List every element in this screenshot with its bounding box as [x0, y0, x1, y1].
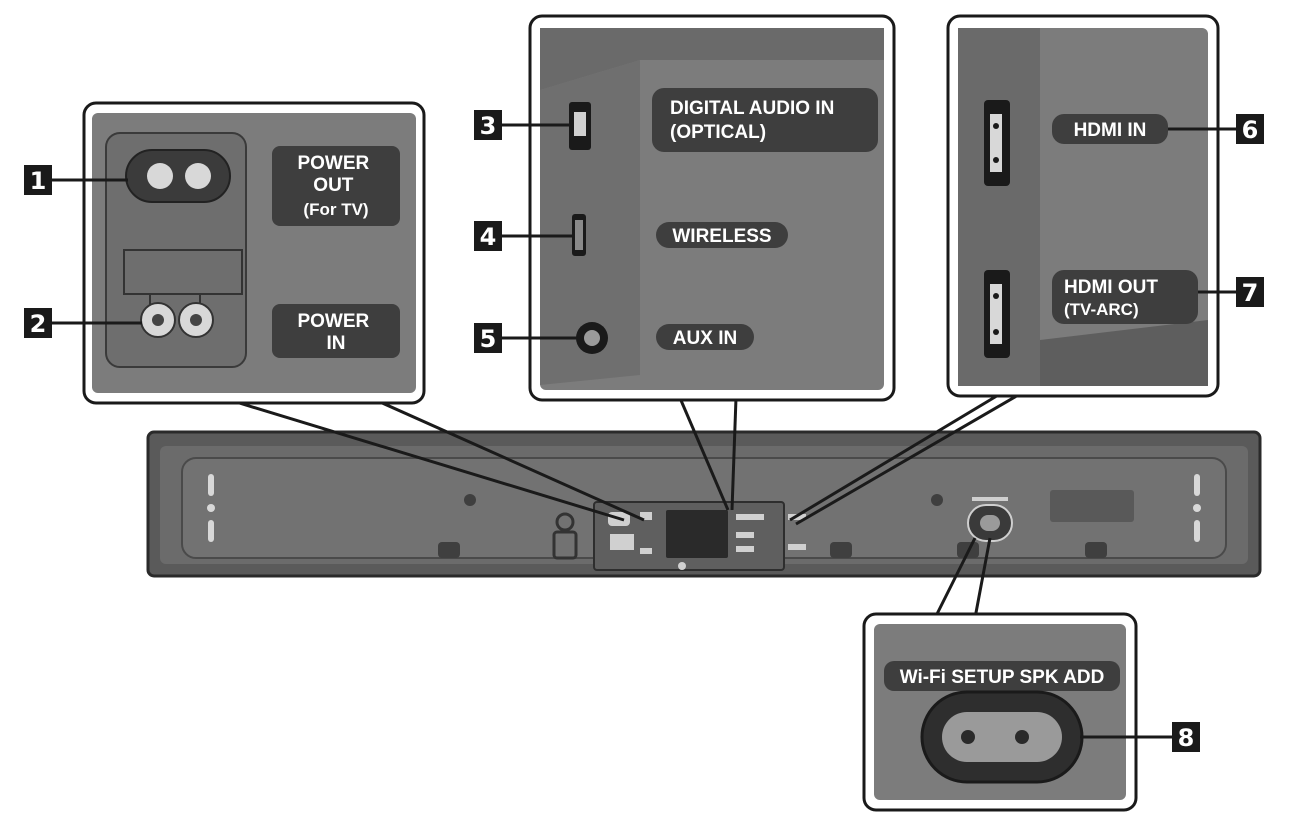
cable-clip: [552, 512, 578, 560]
zoom-box-power: POWER OUT (For TV) POWER IN: [82, 101, 426, 405]
zoom-box-wifi-setup: Wi-Fi SETUP SPK ADD: [862, 612, 1138, 812]
callout-1-label-line-1: POWER: [297, 153, 369, 174]
soundbar-body: [146, 430, 1262, 578]
hdmi-in-label-plate: [1052, 114, 1168, 144]
aux-port: [576, 322, 608, 354]
callout-4-label: WIRELESS: [672, 226, 771, 247]
callout-badge-8: 8: [1172, 722, 1200, 752]
power-in-label-plate: [272, 304, 400, 358]
power-out-socket: [125, 149, 231, 203]
connector-panel: [593, 501, 785, 571]
callout-7-label-line-1: HDMI OUT: [1064, 277, 1158, 298]
callout-badge-5: 5: [474, 323, 502, 353]
callout-3-label-line-1: DIGITAL AUDIO IN: [670, 98, 834, 119]
svg-text:POWER IN: POWER IN: [297, 311, 374, 354]
callout-7-label-line-2: (TV-ARC): [1064, 300, 1139, 319]
wifi-spk-button-closeup: [920, 690, 1084, 784]
callout-2-label-line-2: IN: [327, 333, 346, 354]
callout-2-label-line-1: POWER: [297, 311, 369, 332]
digital-audio-label-plate: [652, 88, 878, 152]
callout-badge-7: 7: [1236, 277, 1264, 307]
right-mount-slot-top: [1194, 474, 1200, 496]
zoom-leader-lines: [235, 392, 1021, 619]
callout-1-label-line-2: OUT: [313, 175, 354, 196]
hdmi-out-label-plate: [1052, 270, 1198, 324]
zoom-box-hdmi: HDMI IN HDMI OUT (TV-ARC): [946, 14, 1220, 398]
callout-5-label: AUX IN: [673, 328, 737, 349]
left-mount-hole: [207, 504, 215, 512]
optical-port: [569, 102, 591, 150]
right-mount-slot-bottom: [1194, 520, 1200, 542]
svg-text:DIGITAL AUDIO IN (OPTICA: DIGITAL AUDIO IN (OPTICAL): [670, 98, 840, 143]
callout-1-number: 1: [30, 167, 47, 195]
callout-5-number: 5: [480, 325, 497, 353]
callout-badge-2: 2: [24, 308, 52, 338]
svg-text:HDMI OUT (TV-ARC): HDMI OUT (TV-ARC): [1064, 277, 1163, 319]
svg-text:POWER OUT (For TV): POWER OUT (For TV): [297, 153, 374, 219]
aux-label-plate: [656, 324, 754, 350]
hdmi-in-port: [984, 100, 1010, 186]
callout-badge-1: 1: [24, 165, 52, 195]
wireless-label-plate: [656, 222, 788, 248]
power-in-recess: [123, 249, 243, 295]
callout-2-number: 2: [30, 310, 47, 338]
callout-4-number: 4: [480, 223, 497, 251]
callout-badge-3: 3: [474, 110, 502, 140]
zoom-box-audio-inputs: DIGITAL AUDIO IN (OPTICAL) WIRELESS AUX …: [528, 14, 896, 402]
callout-8-number: 8: [1178, 724, 1195, 752]
callout-6-number: 6: [1242, 116, 1259, 144]
left-mount-slot-top: [208, 474, 214, 496]
power-in-socket: [140, 302, 214, 338]
wifi-spk-label-plate: [884, 661, 1120, 691]
callout-6-label: HDMI IN: [1074, 120, 1147, 141]
callout-3-label-line-2: (OPTICAL): [670, 122, 766, 143]
callout-badge-6: 6: [1236, 114, 1264, 144]
callout-3-number: 3: [480, 112, 497, 140]
callout-7-number: 7: [1242, 279, 1259, 307]
callout-badge-4: 4: [474, 221, 502, 251]
callout-leaders: [52, 123, 1236, 739]
left-mount-slot-bottom: [208, 520, 214, 542]
power-out-label-plate: [272, 146, 400, 226]
rating-label: [1050, 490, 1134, 522]
hdmi-out-port: [984, 270, 1010, 358]
callout-1-label-line-3: (For TV): [303, 200, 368, 219]
callout-8-label: Wi-Fi SETUP SPK ADD: [900, 667, 1105, 688]
right-mount-hole: [1193, 504, 1201, 512]
